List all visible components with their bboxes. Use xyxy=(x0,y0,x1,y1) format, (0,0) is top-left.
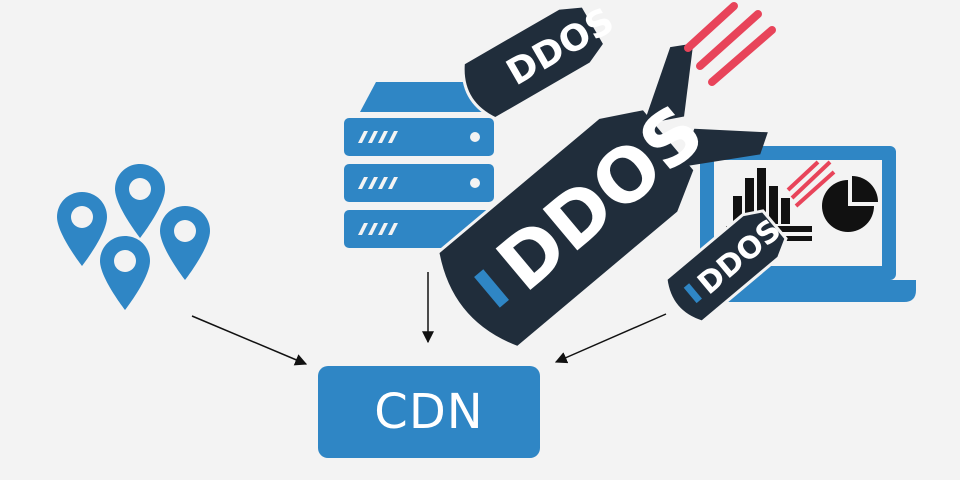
cdn-label: CDN xyxy=(374,384,484,440)
arrow-laptop-to-cdn xyxy=(554,313,667,364)
location-pins-icon xyxy=(57,164,210,310)
cdn-node: CDN xyxy=(318,366,540,458)
missile-icon: DDOS xyxy=(461,0,621,121)
connector-arrows xyxy=(191,272,667,366)
arrow-users-to-cdn xyxy=(191,315,308,366)
server-icon xyxy=(344,82,494,248)
flame-trail xyxy=(684,2,776,86)
